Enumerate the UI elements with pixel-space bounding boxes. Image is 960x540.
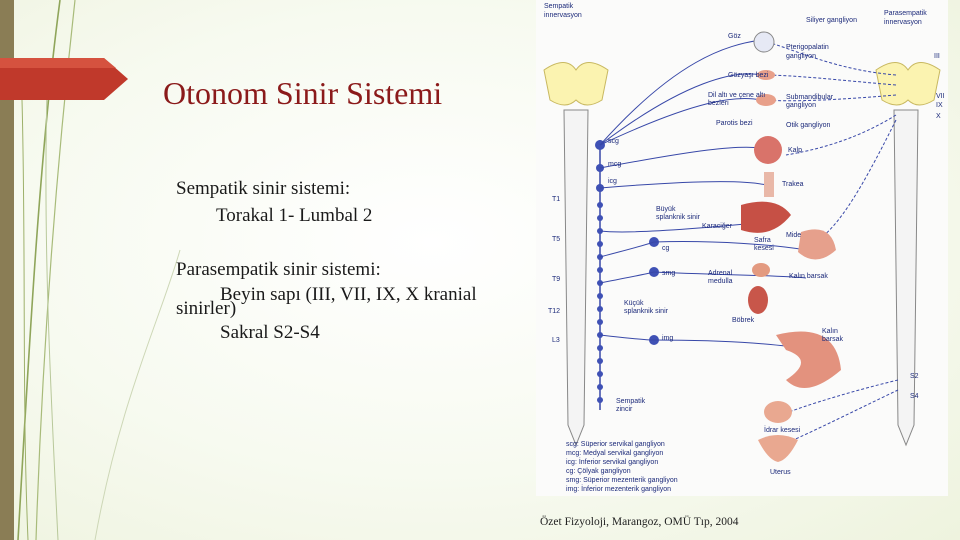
label-cranial-iii: III xyxy=(934,53,940,60)
left-accent-bar xyxy=(0,0,14,540)
right-spinal-cord xyxy=(893,109,919,447)
header-left-line2: innervasyon xyxy=(544,12,582,19)
label-heart: Kalp xyxy=(788,147,802,154)
label-kidney: Böbrek xyxy=(732,317,755,324)
ciliary-ganglion-label: Siliyer gangliyon xyxy=(806,17,857,24)
label-cranial-vii: VII xyxy=(936,93,945,100)
sympathetic-heading: Sempatik sinir sistemi: xyxy=(176,178,351,199)
label-sympathetic-chain: Sempatik xyxy=(616,398,646,405)
label-lesser-splanchnic-2: splanknik sinir xyxy=(624,308,669,315)
kidney-organ xyxy=(748,286,768,314)
slide-title: Otonom Sinir Sistemi xyxy=(163,75,443,111)
label-trachea: Trakea xyxy=(782,181,804,188)
label-s4: S4 xyxy=(910,393,919,400)
chain-ganglia xyxy=(595,140,659,403)
label-pterygopalatine: Pterigopalatin xyxy=(786,44,829,51)
label-lesser-splanchnic: Küçük xyxy=(624,300,644,307)
label-cranial-ix: IX xyxy=(936,102,943,109)
label-large-intestine: Kalın barsak xyxy=(789,273,828,280)
label-gallbladder: Safra xyxy=(754,237,771,244)
parasympathetic-detail-sacral: Sakral S2-S4 xyxy=(220,322,320,343)
label-cg: cg xyxy=(662,245,670,252)
nerve-paths xyxy=(599,39,899,446)
uterus-organ xyxy=(758,435,798,462)
label-t12: T12 xyxy=(548,308,560,315)
heart-organ xyxy=(754,136,782,164)
label-uterus: Uterus xyxy=(770,469,791,476)
salivary-gland-organ xyxy=(756,94,776,106)
label-greater-splanchnic: Büyük xyxy=(656,206,676,213)
legend-img: img: İnferior mezenterik gangliyon xyxy=(566,484,671,493)
autonomic-diagram: Sempatik innervasyon Parasempatik innerv… xyxy=(543,3,945,493)
label-icg: icg xyxy=(608,178,617,185)
label-t5: T5 xyxy=(552,236,560,243)
label-t9: T9 xyxy=(552,276,560,283)
label-adrenal: Adrenal xyxy=(708,270,733,277)
sympathetic-detail: Torakal 1- Lumbal 2 xyxy=(216,205,373,226)
label-smg: smg xyxy=(662,270,675,277)
label-pterygopalatine-2: gangliyon xyxy=(786,53,816,60)
left-brainstem-shape xyxy=(543,62,609,106)
adrenal-organ xyxy=(752,263,770,277)
parasympathetic-detail-continued: sinirler) xyxy=(176,298,237,319)
left-spinal-cord xyxy=(563,109,589,447)
label-sympathetic-chain-2: zincir xyxy=(616,406,633,413)
label-stomach: Mide xyxy=(786,232,801,239)
bladder-organ xyxy=(764,401,792,423)
label-submandibular-2: gangliyon xyxy=(786,102,816,109)
label-cranial-x: X xyxy=(936,113,941,120)
legend-icg: icg: İnferior servikal gangliyon xyxy=(566,457,658,466)
header-right-line1: Parasempatik xyxy=(884,10,927,17)
label-greater-splanchnic-2: splanknik sinir xyxy=(656,214,701,221)
legend-smg: smg: Süperior mezenterik gangliyon xyxy=(566,477,678,484)
label-scg: scg xyxy=(608,138,619,145)
diagram-labels: Sempatik innervasyon Parasempatik innerv… xyxy=(544,3,945,476)
intestine-organ xyxy=(776,331,841,388)
legend-cg: cg: Çölyak gangliyon xyxy=(566,468,631,475)
label-sublingual-2: bezleri xyxy=(708,100,729,107)
title-arrow-tab xyxy=(0,58,128,100)
label-eye: Göz xyxy=(728,33,741,40)
label-large-intestine-lower: Kalın xyxy=(822,328,838,335)
label-parotid: Parotis bezi xyxy=(716,120,753,127)
legend-scg: scg: Süperior servikal gangliyon xyxy=(566,441,665,448)
right-brainstem-shape xyxy=(875,62,941,106)
label-sublingual: Dil altı ve çene altı xyxy=(708,92,765,99)
label-submandibular: Submandibular xyxy=(786,94,834,101)
label-mcg: mcg xyxy=(608,161,621,168)
label-large-intestine-lower-2: barsak xyxy=(822,336,844,343)
parasympathetic-detail-brainstem: Beyin sapı (III, VII, IX, X kranial xyxy=(220,284,477,305)
label-t1: T1 xyxy=(552,196,560,203)
header-right-line2: innervasyon xyxy=(884,19,922,26)
label-s2: S2 xyxy=(910,373,919,380)
label-liver: Karaciğer xyxy=(702,223,733,230)
eye-organ xyxy=(753,31,775,53)
label-bladder: İdrar kesesi xyxy=(764,425,801,434)
header-left-line1: Sempatik xyxy=(544,3,574,10)
stomach-organ xyxy=(798,229,836,260)
label-l3: L3 xyxy=(552,337,560,344)
liver-organ xyxy=(741,201,791,233)
lacrimal-gland-organ xyxy=(757,70,775,80)
trachea-organ xyxy=(764,172,774,197)
label-img: img xyxy=(662,335,673,342)
figure-caption: Özet Fizyoloji, Marangoz, OMÜ Tıp, 2004 xyxy=(540,516,739,528)
label-gallbladder-2: kesesi xyxy=(754,245,774,252)
diagram-legend: scg: Süperior servikal gangliyon mcg: Me… xyxy=(566,441,678,493)
autonomic-nervous-system-figure: Sempatik innervasyon Parasempatik innerv… xyxy=(536,0,948,496)
legend-mcg: mcg: Medyal servikal gangliyon xyxy=(566,450,663,457)
label-adrenal-2: medulla xyxy=(708,278,733,285)
label-otic: Otik gangliyon xyxy=(786,122,830,129)
parasympathetic-heading: Parasempatik sinir sistemi: xyxy=(176,259,381,280)
label-lacrimal: Gözyaşı bezi xyxy=(728,72,769,79)
